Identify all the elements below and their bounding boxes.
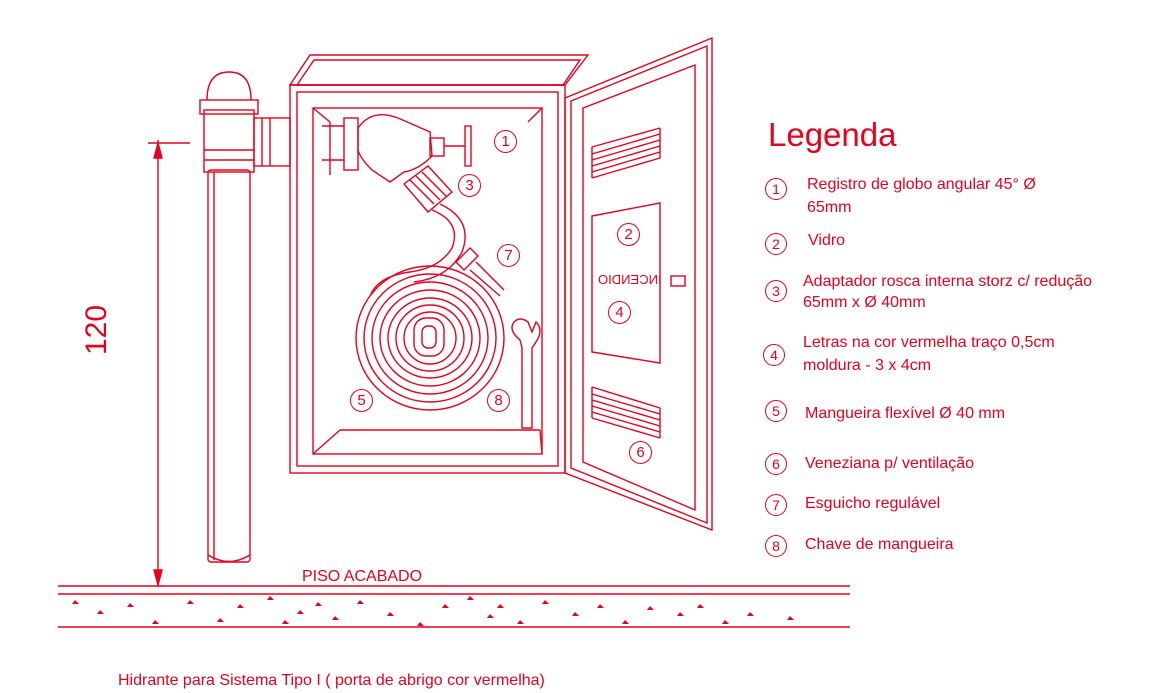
legend-text-2: Vidro [808,232,846,249]
cabinet-door [564,36,713,532]
legend-num-4: 4 [763,344,785,366]
legend-num-3: 3 [765,280,787,302]
legend-text-3: Adaptador rosca interna storz c/ redução [803,273,1093,290]
door-sign: INCENDIO [598,272,662,287]
floor-hatch [72,596,794,626]
legend-text-7: Esguicho regulável [805,495,941,512]
globe-valve [322,114,472,183]
legend-text-5: Mangueira flexível Ø 40 mm [805,405,1006,422]
storz-adaptor [402,165,454,213]
legend-text-4: Letras na cor vermelha traço 0,5cm [803,334,1055,351]
finished-floor [58,585,850,628]
legend-text-8: Chave de mangueira [805,536,954,553]
cabinet [288,54,590,474]
bottom-louver [591,386,661,439]
legend-text-6: Veneziana p/ ventilação [805,455,975,472]
legend-num-6: 6 [765,453,787,475]
callout-2: 2 [617,223,640,246]
legend-text-1: Registro de globo angular 45° Ø [807,176,1036,193]
callout-6: 6 [629,441,652,464]
legend-num-5: 5 [765,400,787,422]
legend-num-1: 1 [765,178,787,200]
legend-text-4b: moldura - 3 x 4cm [803,357,932,374]
nozzle [455,247,505,297]
legend-num-8: 8 [765,535,787,557]
legend-title: Legenda [768,116,897,153]
supply-pipe [199,71,291,563]
callout-7: 7 [497,244,520,267]
legend-text-3b: 65mm x Ø 40mm [803,294,926,311]
height-dimension-label: 120 [80,304,113,355]
legend-num-2: 2 [765,233,787,255]
legend-num-7: 7 [765,494,787,516]
callout-3: 3 [458,174,481,197]
callout-8: 8 [487,389,510,412]
figure-caption: Hidrante para Sistema Tipo I ( porta de … [118,672,545,689]
callout-5: 5 [350,389,373,412]
top-louver [591,127,661,179]
legend-text-1b: 65mm [807,199,852,216]
floor-label: PISO ACABADO [302,568,423,585]
height-dimension [148,140,190,588]
callout-1: 1 [494,130,517,153]
hose-coil [355,203,505,411]
callout-4: 4 [608,301,631,324]
hose-key [511,318,541,429]
